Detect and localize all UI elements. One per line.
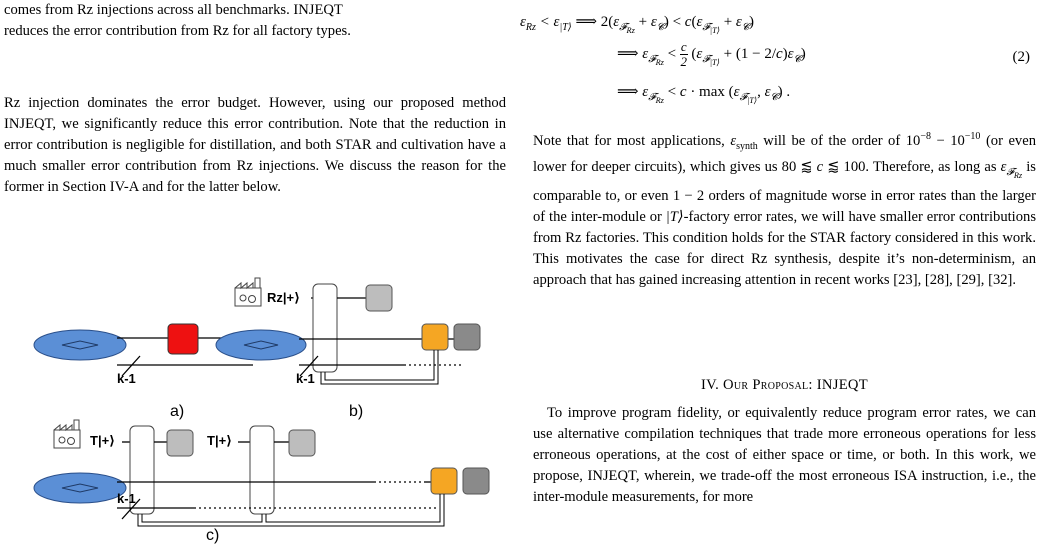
text-run: (or even lower for deeper circuits), whi… [533,132,1037,175]
panel-label-a: a) [170,403,184,420]
text-run: -factory error rates, we will have small… [533,209,1036,289]
k-label-a: k-1 [117,371,136,386]
section-title: Our Proposal: INJEQT [723,377,868,393]
math-sub-synth: synth [736,140,758,152]
circuit-figure: k-1 a) Rz|+⟩ [33,277,490,544]
math-exponent: −10 [964,131,981,142]
qubit-disk-icon [33,472,127,504]
text-run: is comparable to, or even 1 − 2 orders o… [533,158,1036,226]
right-paragraph-2: To improve program fidelity, or equivale… [533,405,1036,506]
fragment-line-1: comes from Rz injections across all benc… [4,2,343,18]
grey-block-c3 [462,467,490,495]
text-run: Note that for most applications, [533,132,731,149]
left-fragment-paragraph: comes from Rz injections across all benc… [4,0,506,42]
panel-label-c: c) [206,527,219,544]
section-number: IV. [701,377,720,393]
math-ket-t: |T⟩ [665,209,684,226]
factory-icon [53,419,81,449]
orange-block-b [421,323,449,351]
fragment-line-2: reduces the error contribution from Rz f… [4,23,351,40]
math-c: c [816,158,824,175]
equation-block: εRz < ε|T⟩ ⟹ 2(ε𝓕Rz + ε𝓒) < c(ε𝓕|T⟩ + ε𝓒… [520,0,1036,115]
left-paragraph: Rz injection dominates the error budget.… [4,95,506,196]
panel-c: T|+⟩ T|+⟩ k-1 c) [33,419,490,544]
math-power-base: 10 [950,132,965,149]
red-gate-block [167,323,199,355]
text-run: will be of the order of [757,132,906,149]
math-power-base: 10 [905,132,921,149]
equation-number: (2) [1012,49,1031,65]
grey-block-b2 [453,323,481,351]
text-run: − [930,132,951,149]
k-label-c: k-1 [117,491,136,506]
panel-b: Rz|+⟩ k-1 b) [215,277,481,420]
section-heading: IV. Our Proposal: INJEQT [533,377,1036,394]
math-epsilon: ε [730,132,737,149]
grey-block-b1 [365,284,393,312]
t-label-2: T|+⟩ [207,433,232,448]
right-paragraph-1: Note that for most applications, εsynth … [533,126,1036,292]
k-label-b: k-1 [296,371,315,386]
panel-a: k-1 a) [33,323,253,420]
math-eps-frz: ε𝓕Rz [1000,158,1023,180]
rz-label: Rz|+⟩ [267,290,300,305]
qubit-disk-icon [33,329,127,361]
equation-line-1: εRz < ε|T⟩ ⟹ 2(ε𝓕Rz + ε𝓒) < c(ε𝓕|T⟩ + ε𝓒… [520,14,754,35]
qubit-disk-icon [215,329,307,361]
math-exponent: −8 [920,131,931,142]
equation-line-3: ⟹ ε𝓕Rz < c · max (ε𝓕|T⟩, ε𝓒) . [617,84,791,105]
panel-label-b: b) [349,403,363,420]
grey-block-c2 [288,429,316,457]
ancilla-block-b [312,283,338,373]
ancilla-block-c2 [249,425,275,515]
factory-icon [234,277,262,307]
text-run: ⪅ 100. Therefore, as long as [823,158,1001,175]
grey-block-c1 [166,429,194,457]
t-label-1: T|+⟩ [90,433,115,448]
orange-block-c [430,467,458,495]
